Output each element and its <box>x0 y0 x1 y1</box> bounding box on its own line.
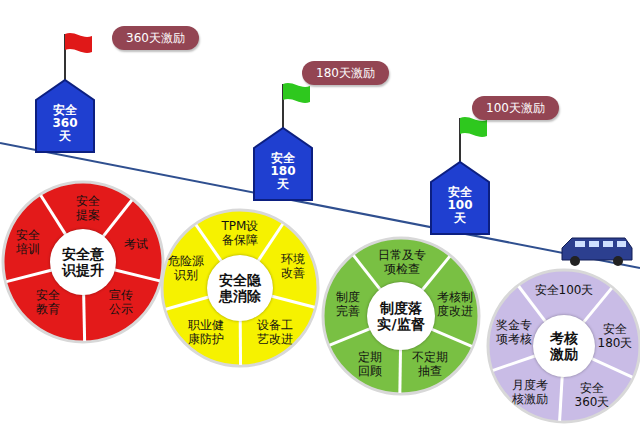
node-text: 安全培训 <box>15 228 41 257</box>
wheel-segment: 安全360天 <box>574 381 610 410</box>
node-text: 安全180天 <box>270 152 296 192</box>
wheel-center: 安全意识提升 <box>50 229 116 295</box>
node-text: 制度落实/监督 <box>376 300 426 332</box>
node-text: 月度考核激励 <box>511 378 549 407</box>
red-wheel <box>3 182 163 342</box>
wheel-segment: 不定期抽查 <box>411 350 449 379</box>
node-text: 安全360天 <box>574 381 610 410</box>
node-text: 360天激励 <box>126 30 185 46</box>
node-text: 定期回顾 <box>357 350 383 379</box>
wheel-segment: 环境改善 <box>280 252 306 281</box>
safety-house: 安全360天 <box>52 104 78 144</box>
wheel-segment: 安全提案 <box>75 194 101 223</box>
node-text: 180天激励 <box>316 65 375 81</box>
wheel-segment: TPM设备保障 <box>221 219 259 248</box>
wheel-divider <box>269 296 315 308</box>
node-text: 环境改善 <box>280 252 306 281</box>
reward-tag: 180天激励 <box>302 61 389 85</box>
reward-tag: 100天激励 <box>472 96 559 120</box>
wheel-segment: 职业健康防护 <box>187 318 225 347</box>
house-shape <box>431 162 489 234</box>
node-text: 安全100天 <box>447 186 473 226</box>
house-shape <box>254 128 312 200</box>
node-text: 安全360天 <box>52 104 78 144</box>
wheel-center: 考核激励 <box>533 315 595 377</box>
car <box>562 238 632 266</box>
wheel-segment: 安全100天 <box>529 283 599 297</box>
node-text: 100天激励 <box>486 100 545 116</box>
wheel-segment: 安全教育 <box>35 288 61 317</box>
node-text: 危险源识别 <box>167 254 205 283</box>
node-text: 安全意识提升 <box>61 246 105 278</box>
wheel-divider <box>257 224 283 263</box>
wheel-segment: 月度考核激励 <box>511 378 549 407</box>
node-text: 不定期抽查 <box>411 350 449 379</box>
reward-tag: 360天激励 <box>112 26 199 50</box>
wheel-divider <box>6 269 53 281</box>
node-text: 设备工艺改进 <box>256 318 294 347</box>
node-text: 宣传公示 <box>108 288 134 317</box>
node-text: 安全教育 <box>35 288 61 317</box>
wheel-divider <box>84 292 85 341</box>
wheel-divider <box>330 327 374 345</box>
node-text: 考核激励 <box>549 330 579 362</box>
node-text: 日常及专项检查 <box>377 248 427 277</box>
wheel-segment: 定期回顾 <box>357 350 383 379</box>
node-text: 安全100天 <box>529 283 599 297</box>
safety-house: 安全180天 <box>270 152 296 192</box>
node-text: 职业健康防护 <box>187 318 225 347</box>
wheel-divider <box>166 296 211 309</box>
house-shape <box>36 80 94 152</box>
wheel-divider <box>429 328 472 346</box>
wheel-center: 制度落实/监督 <box>367 282 435 350</box>
wheel-segment: 宣传公示 <box>108 288 134 317</box>
wheel-segment: 考试 <box>123 237 149 251</box>
node-text: 安全隐患消除 <box>218 272 262 304</box>
red-flag <box>65 33 92 53</box>
wheel-segment: 制度完善 <box>335 290 361 319</box>
node-text: 安全180天 <box>597 322 633 351</box>
green-flag <box>460 117 487 137</box>
yellow-wheel <box>162 210 318 366</box>
node-text: TPM设备保障 <box>221 219 259 248</box>
node-text: 考试 <box>123 237 149 251</box>
safety-house: 安全100天 <box>447 186 473 226</box>
node-text: 安全提案 <box>75 194 101 223</box>
wheel-divider <box>102 200 132 238</box>
wheel-divider <box>493 356 536 371</box>
wheel-segment: 设备工艺改进 <box>256 318 294 347</box>
wheel-center: 安全隐患消除 <box>207 255 273 321</box>
node-text: 奖金专项考核 <box>495 318 533 347</box>
purple-wheel <box>488 270 640 422</box>
wheel-divider <box>560 376 563 421</box>
wheel-segment: 安全培训 <box>15 228 41 257</box>
wheel-segment: 日常及专项检查 <box>377 248 427 277</box>
wheel-divider <box>398 346 402 393</box>
node-text: 考核制度改进 <box>436 290 474 319</box>
wheel-segment: 危险源识别 <box>167 254 205 283</box>
wheel-divider <box>112 269 160 281</box>
wheel-segment: 安全180天 <box>597 322 633 351</box>
wheel-divider <box>239 318 242 365</box>
green-flag <box>283 83 310 103</box>
node-text: 制度完善 <box>335 290 361 319</box>
wheel-segment: 考核制度改进 <box>436 290 474 319</box>
wheel-divider <box>41 195 67 236</box>
green-wheel <box>323 238 479 394</box>
wheel-segment: 奖金专项考核 <box>495 318 533 347</box>
wheel-divider <box>591 358 632 377</box>
